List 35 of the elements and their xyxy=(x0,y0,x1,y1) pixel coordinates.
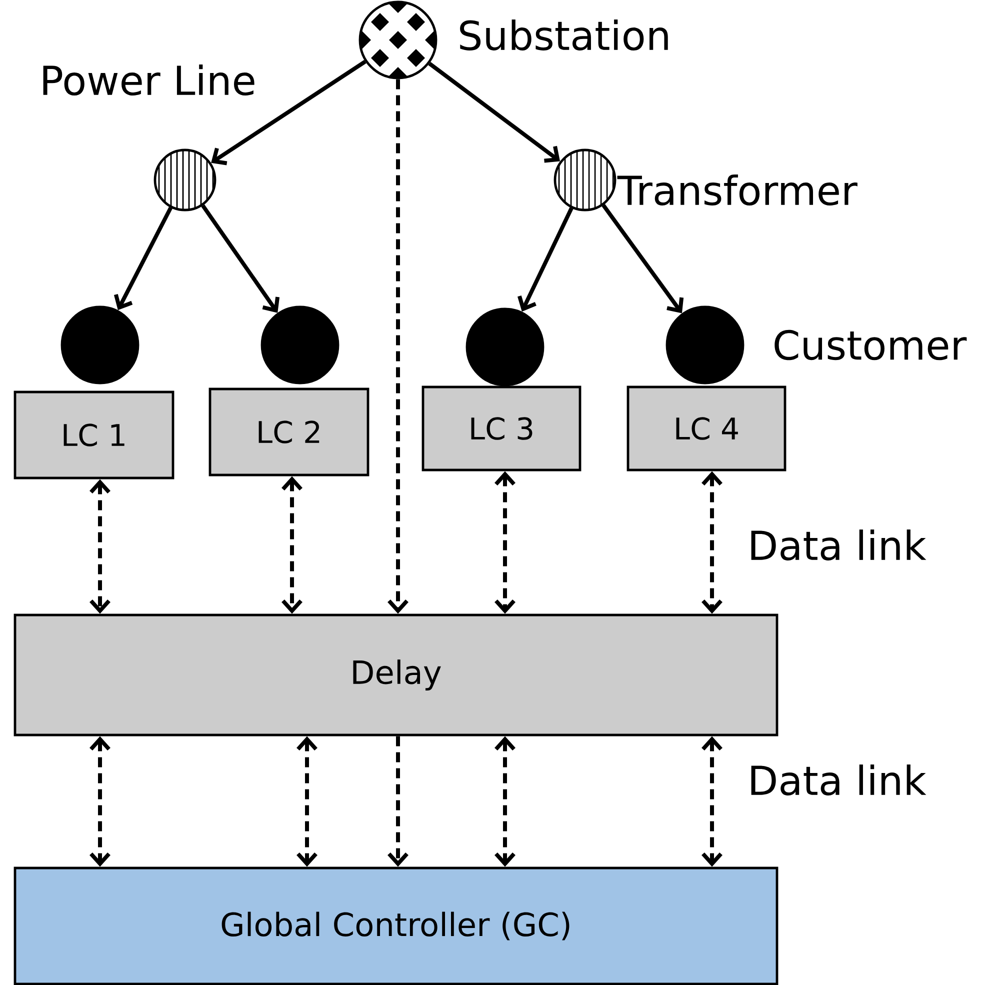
arrow xyxy=(296,736,318,867)
filled-circle xyxy=(60,306,140,384)
striped-circle xyxy=(554,148,616,212)
arrow xyxy=(494,736,516,867)
process-box: LC 2 xyxy=(208,388,370,476)
process-box: LC 3 xyxy=(422,386,582,472)
node-label: Substation xyxy=(460,20,668,50)
arrow xyxy=(494,471,516,614)
filled-circle xyxy=(260,306,340,384)
process-box: LC 4 xyxy=(626,386,786,472)
arrow xyxy=(90,736,110,867)
arrow xyxy=(90,479,110,614)
arrow xyxy=(201,204,280,313)
arrow xyxy=(211,60,366,166)
process-box: Delay xyxy=(14,614,778,736)
striped-circle xyxy=(154,148,216,212)
arrow xyxy=(702,736,722,867)
process-box: LC 1 xyxy=(14,390,174,480)
node-label: Transformer xyxy=(617,174,858,206)
arrow xyxy=(114,206,172,310)
arrow xyxy=(388,736,408,867)
text-label: Data link xyxy=(751,530,926,560)
arrow xyxy=(282,476,302,614)
arrow xyxy=(602,204,684,314)
filled-circle xyxy=(666,306,744,384)
text-label: Data link xyxy=(751,764,926,796)
arrow xyxy=(428,62,560,163)
arrow xyxy=(518,207,574,312)
text-label: Power Line xyxy=(43,64,254,96)
arrow xyxy=(388,79,408,614)
process-box: Global Controller (GC) xyxy=(14,866,778,985)
node-label: Customer xyxy=(774,330,967,360)
arrow xyxy=(702,471,722,614)
filled-circle xyxy=(466,308,544,386)
checkered-circle xyxy=(358,0,438,80)
